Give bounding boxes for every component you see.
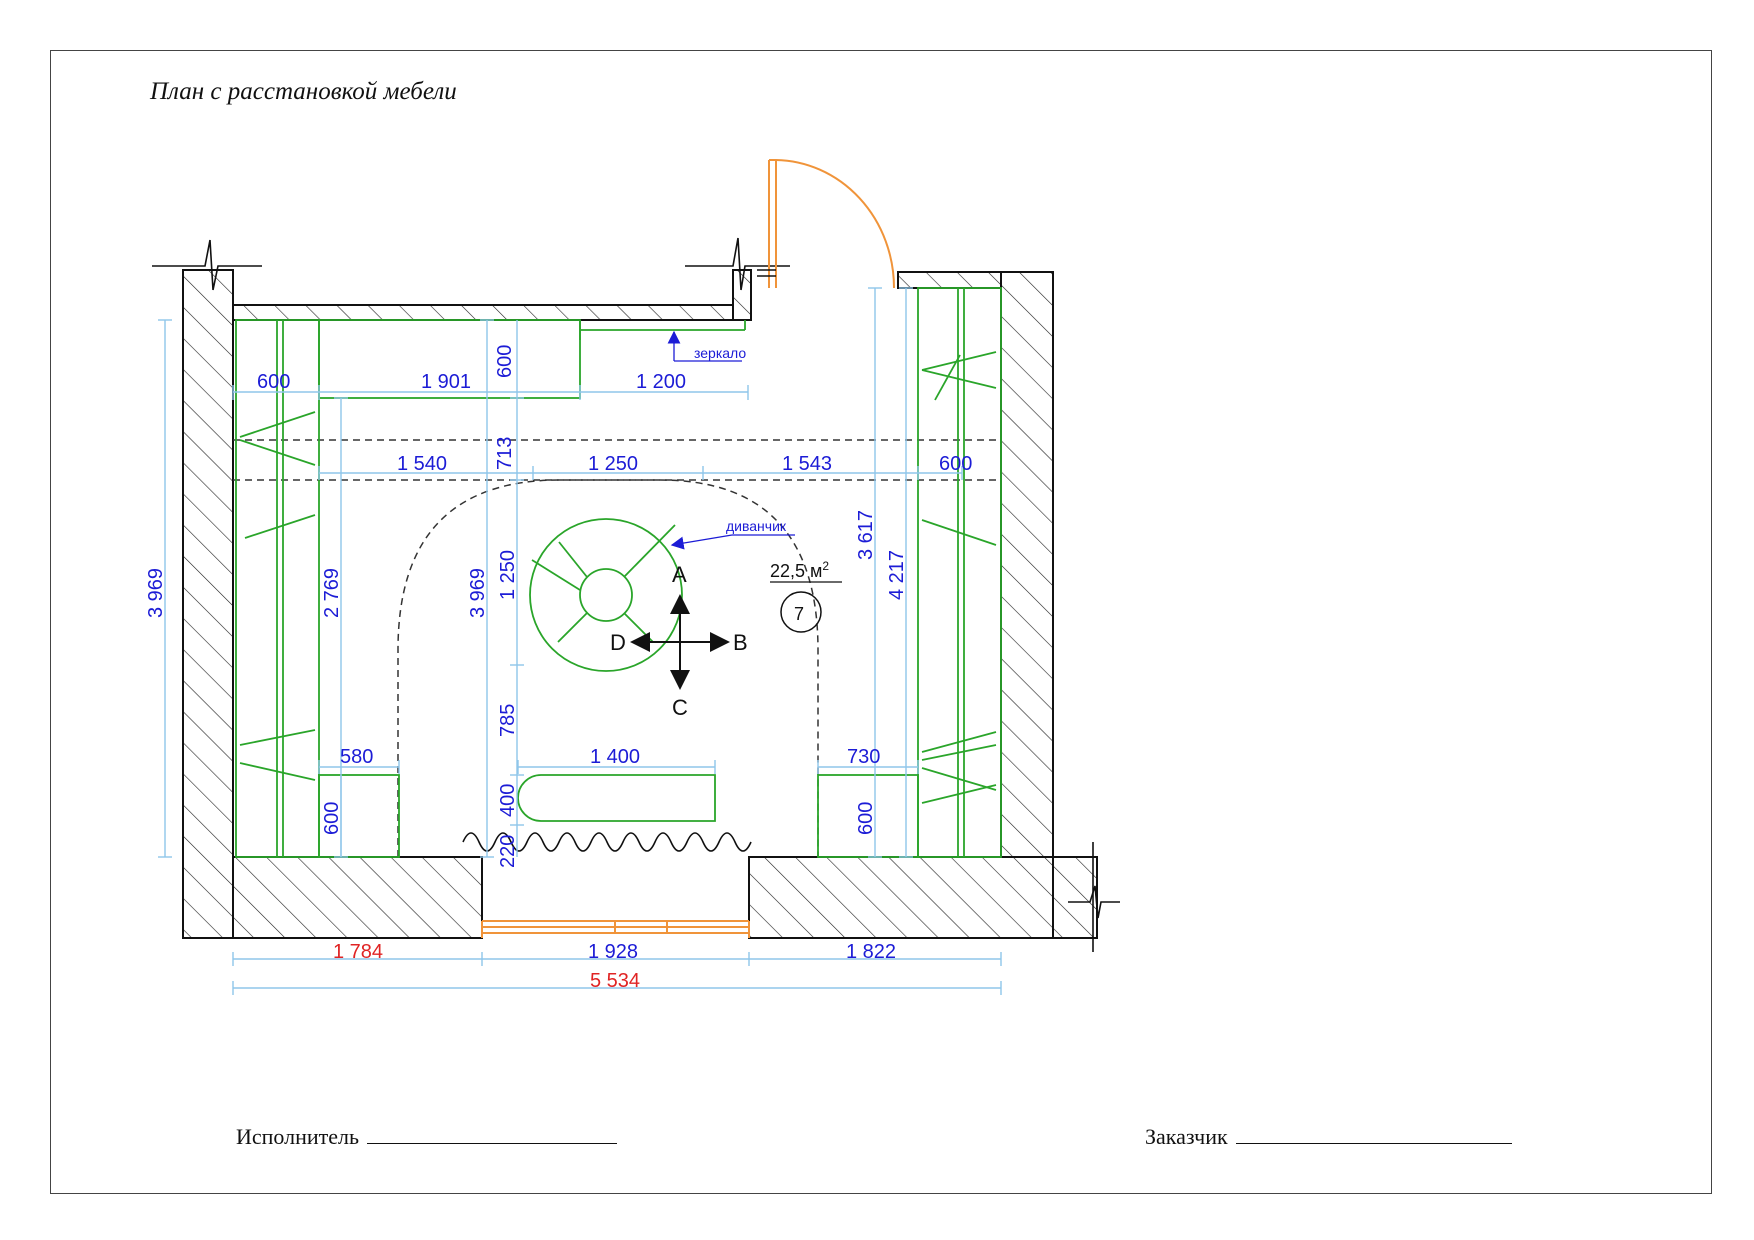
drawing-title: План с расстановкой мебели (150, 78, 457, 105)
room-number-circle (780, 591, 822, 633)
dim-cabinet-right-600: 600 (855, 802, 877, 835)
dim-left-2769: 2 769 (321, 568, 343, 618)
dim-top-1200: 1 200 (636, 371, 686, 393)
dim-row-1250: 1 250 (588, 453, 638, 475)
drawing-frame (50, 50, 1712, 1194)
mirror-label: зеркало (694, 345, 746, 361)
dim-top-vertical-600: 600 (494, 345, 516, 378)
dim-bottom-1928: 1 928 (588, 941, 638, 963)
bench (517, 774, 716, 822)
break-lines (152, 237, 1120, 952)
dim-bench-1400: 1 400 (590, 746, 640, 768)
wall-top (232, 304, 752, 321)
direction-b: B (733, 630, 748, 655)
dim-row-713: 713 (494, 437, 516, 470)
dim-right-4217: 4 217 (886, 550, 908, 600)
top-shelf (318, 319, 581, 399)
dim-cabinet-right-730: 730 (847, 746, 880, 768)
dim-left-3969: 3 969 (145, 568, 167, 618)
wall-bottom-right (748, 856, 1098, 939)
dim-center-1250: 1 250 (497, 550, 519, 600)
dim-center-785: 785 (497, 704, 519, 737)
wall-bottom-left (232, 856, 483, 939)
direction-c: C (672, 695, 688, 720)
dim-cabinet-left-580: 580 (340, 746, 373, 768)
wall-right (1000, 271, 1054, 858)
direction-a: A (672, 562, 687, 587)
curtain (462, 832, 752, 852)
room-number: 7 (794, 604, 804, 624)
dim-center-400: 400 (497, 784, 519, 817)
walls (182, 269, 1098, 939)
dim-center-3969: 3 969 (467, 568, 489, 618)
ceiling-lines (233, 439, 1001, 857)
window (481, 920, 750, 938)
furniture (235, 287, 1002, 858)
dim-right-3617: 3 617 (855, 510, 877, 560)
wardrobe-right (917, 287, 1002, 858)
dim-top-600: 600 (257, 371, 290, 393)
dim-row-1543: 1 543 (782, 453, 832, 475)
signature-customer: Заказчик (1145, 1124, 1512, 1150)
direction-d: D (610, 630, 626, 655)
sofa-label: диванчик (726, 518, 787, 534)
cabinet-left (318, 774, 400, 858)
direction-arrows (630, 594, 730, 690)
callouts (667, 330, 795, 550)
dim-row-1540: 1 540 (397, 453, 447, 475)
dim-bottom-total-5534: 5 534 (590, 970, 640, 992)
door (757, 159, 895, 289)
dim-top-1901: 1 901 (421, 371, 471, 393)
wall-right-top (897, 271, 1002, 289)
dim-bottom-1784: 1 784 (333, 941, 383, 963)
wall-left (182, 269, 234, 939)
dim-center-220: 220 (497, 835, 519, 868)
wall-top-end (732, 269, 752, 321)
signature-executor: Исполнитель (236, 1124, 618, 1150)
room-area: 22,5 м2 (770, 559, 829, 581)
dimension-lines (158, 287, 1002, 995)
dim-bottom-1822: 1 822 (846, 941, 896, 963)
dim-row-600: 600 (939, 453, 972, 475)
wall-bottom-right-end (1052, 856, 1098, 939)
dim-cabinet-left-600: 600 (321, 802, 343, 835)
